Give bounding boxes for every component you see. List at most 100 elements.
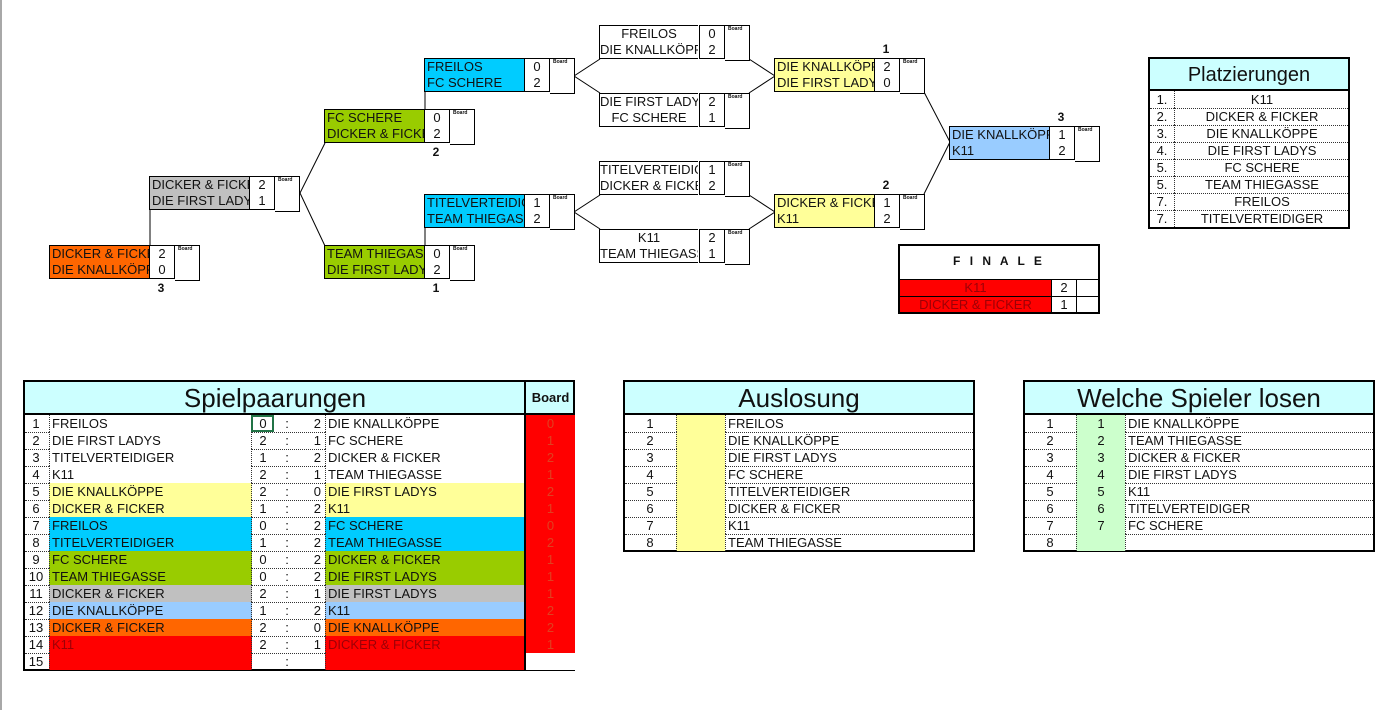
draw-input[interactable]: [676, 466, 725, 483]
home-team[interactable]: K11: [49, 636, 252, 653]
team-score[interactable]: 0: [424, 245, 450, 263]
team-score[interactable]: 0: [699, 25, 725, 43]
home-team[interactable]: DIE KNALLKÖPPE: [49, 602, 252, 619]
away-score[interactable]: 2: [313, 552, 321, 567]
home-team[interactable]: DIE FIRST LADYS: [49, 432, 252, 449]
away-team[interactable]: DIE KNALLKÖPPE: [325, 415, 526, 432]
team-score[interactable]: 1: [249, 193, 275, 210]
home-score[interactable]: 0: [251, 415, 274, 432]
away-team[interactable]: K11: [325, 500, 526, 517]
team-score[interactable]: 1: [699, 246, 725, 263]
home-team[interactable]: FREILOS: [49, 415, 252, 432]
home-score[interactable]: 0: [251, 517, 274, 534]
home-team[interactable]: DICKER & FICKER: [49, 500, 252, 517]
draw-input[interactable]: [676, 483, 725, 500]
away-score[interactable]: 1: [313, 467, 321, 482]
away-team[interactable]: FC SCHERE: [325, 517, 526, 534]
draw-input[interactable]: [676, 500, 725, 517]
away-score[interactable]: 2: [313, 416, 321, 431]
away-score[interactable]: [303, 653, 321, 670]
home-score[interactable]: 1: [251, 602, 274, 619]
home-team[interactable]: [49, 653, 252, 670]
team-score[interactable]: 2: [424, 126, 450, 143]
home-score[interactable]: [251, 653, 274, 670]
draw-input[interactable]: [676, 449, 725, 466]
lot-value[interactable]: 2: [1076, 432, 1125, 449]
away-team[interactable]: DIE FIRST LADYS: [325, 585, 526, 602]
home-team[interactable]: TEAM THIEGASSE: [49, 568, 252, 585]
away-score[interactable]: 2: [313, 603, 321, 618]
team-score[interactable]: 1: [699, 161, 725, 179]
team-score[interactable]: 2: [149, 245, 175, 263]
home-team[interactable]: FREILOS: [49, 517, 252, 534]
away-team[interactable]: DICKER & FICKER: [325, 449, 526, 466]
home-score[interactable]: 1: [251, 449, 274, 466]
home-team[interactable]: K11: [49, 466, 252, 483]
team-score[interactable]: 2: [699, 178, 725, 195]
draw-input[interactable]: [676, 432, 725, 449]
team-score[interactable]: 2: [699, 93, 725, 111]
away-score[interactable]: 2: [313, 501, 321, 516]
team-score[interactable]: 2: [699, 42, 725, 59]
team-score[interactable]: 1: [524, 194, 550, 212]
away-team[interactable]: TEAM THIEGASSE: [325, 534, 526, 551]
away-team[interactable]: DICKER & FICKER: [325, 551, 526, 568]
home-score[interactable]: 0: [251, 568, 274, 585]
away-score[interactable]: 2: [313, 450, 321, 465]
home-team[interactable]: DIE KNALLKÖPPE: [49, 483, 252, 500]
home-score[interactable]: 2: [251, 432, 274, 449]
draw-input[interactable]: [676, 534, 725, 551]
away-score[interactable]: 1: [313, 433, 321, 448]
away-team[interactable]: K11: [325, 602, 526, 619]
away-score[interactable]: 2: [313, 569, 321, 584]
away-team[interactable]: DIE KNALLKÖPPE: [325, 619, 526, 636]
away-team[interactable]: DIE FIRST LADYS: [325, 568, 526, 585]
team-score[interactable]: 2: [524, 75, 550, 92]
draw-input[interactable]: [676, 415, 725, 432]
team-score[interactable]: 1: [1049, 126, 1075, 144]
team-score[interactable]: 2: [699, 229, 725, 247]
lot-value[interactable]: 6: [1076, 500, 1125, 517]
lot-value[interactable]: 4: [1076, 466, 1125, 483]
team-score[interactable]: 2: [249, 176, 275, 194]
lot-value[interactable]: 3: [1076, 449, 1125, 466]
away-score[interactable]: 1: [313, 586, 321, 601]
team-score[interactable]: 2: [1049, 143, 1075, 160]
away-score[interactable]: 1: [313, 637, 321, 652]
lot-value[interactable]: 5: [1076, 483, 1125, 500]
away-score[interactable]: 0: [313, 484, 321, 499]
team-score[interactable]: 2: [524, 211, 550, 228]
away-score[interactable]: 2: [313, 518, 321, 533]
away-score[interactable]: 0: [313, 620, 321, 635]
team-score[interactable]: 1: [874, 194, 900, 212]
home-team[interactable]: DICKER & FICKER: [49, 585, 252, 602]
away-team[interactable]: [325, 653, 526, 670]
home-score[interactable]: 0: [251, 551, 274, 568]
away-score[interactable]: 2: [313, 535, 321, 550]
away-team[interactable]: FC SCHERE: [325, 432, 526, 449]
home-score[interactable]: 2: [251, 636, 274, 653]
home-score[interactable]: 2: [251, 585, 274, 602]
home-score[interactable]: 2: [251, 483, 274, 500]
lot-value[interactable]: 1: [1076, 415, 1125, 432]
team-score[interactable]: 0: [424, 109, 450, 127]
team-score[interactable]: 0: [874, 75, 900, 92]
team-score[interactable]: 1: [699, 110, 725, 127]
team-score[interactable]: 0: [524, 58, 550, 76]
away-team[interactable]: TEAM THIEGASSE: [325, 466, 526, 483]
team-score[interactable]: 2: [874, 211, 900, 228]
away-team[interactable]: DICKER & FICKER: [325, 636, 526, 653]
away-team[interactable]: DIE FIRST LADYS: [325, 483, 526, 500]
home-score[interactable]: 2: [251, 619, 274, 636]
home-team[interactable]: FC SCHERE: [49, 551, 252, 568]
team-score[interactable]: 2: [874, 58, 900, 76]
team-score[interactable]: 0: [149, 262, 175, 279]
home-team[interactable]: TITELVERTEIDIGER: [49, 534, 252, 551]
lot-value[interactable]: 7: [1076, 517, 1125, 534]
home-team[interactable]: TITELVERTEIDIGER: [49, 449, 252, 466]
home-score[interactable]: 1: [251, 534, 274, 551]
team-score[interactable]: 2: [424, 262, 450, 279]
lot-value[interactable]: [1076, 534, 1125, 551]
home-score[interactable]: 1: [251, 500, 274, 517]
draw-input[interactable]: [676, 517, 725, 534]
